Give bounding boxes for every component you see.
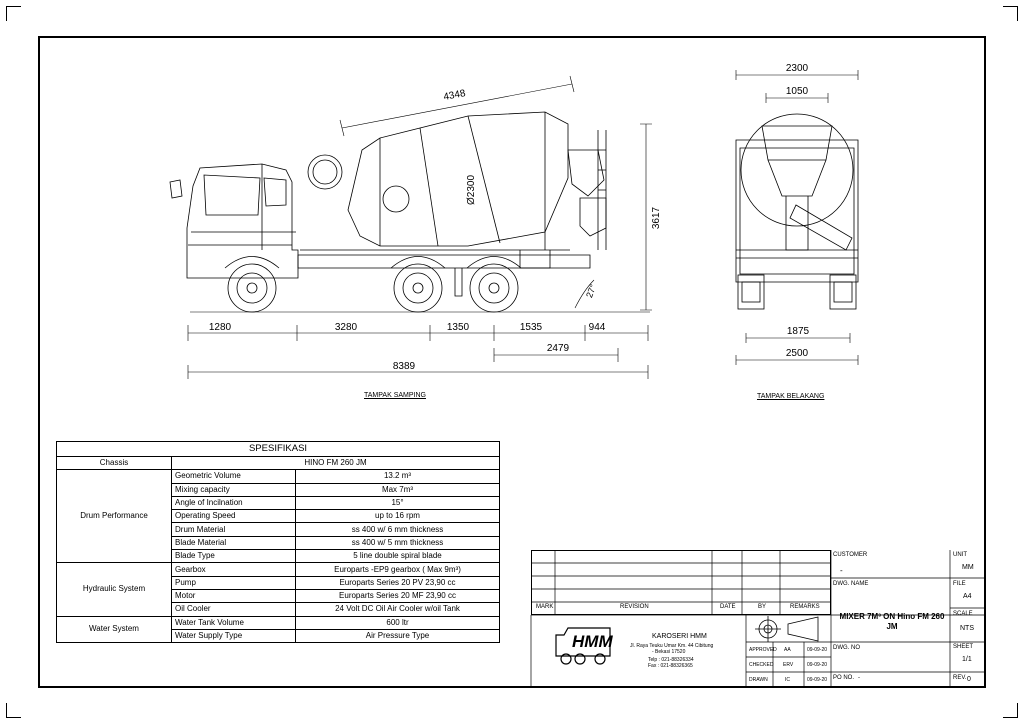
crop-mark-br — [1003, 703, 1018, 718]
checked-by: ERV — [783, 662, 794, 668]
sheet-value: 1/1 — [962, 656, 972, 663]
company-logo-text: HMM — [572, 632, 613, 651]
crop-mark-tl — [6, 6, 21, 21]
approved-date: 09-09-20 — [807, 647, 828, 653]
dim-drum-length: 4348 — [443, 88, 467, 103]
spec-value: Air Pressure Type — [294, 628, 501, 644]
dim-wheelbase: 3280 — [335, 322, 358, 333]
dim-rear-span: 2479 — [547, 343, 570, 354]
drawn-label: DRAWN — [749, 677, 768, 683]
rev-label: REV. — [953, 675, 967, 681]
unit-label: UNIT — [953, 552, 967, 558]
dim-rear-overall: 2500 — [786, 348, 809, 359]
rear-left-wheels — [737, 274, 765, 310]
water-tank — [307, 154, 343, 190]
rev-header-by: BY — [758, 604, 767, 610]
po-value: - — [858, 675, 860, 681]
rear-right-wheels — [829, 274, 857, 310]
company-logo-graphic — [555, 627, 611, 665]
dwg-name-value: MIXER 7M³ ON Hino FM 260 JM — [839, 612, 945, 631]
rear-view-label: TAMPAK BELAKANG — [757, 393, 825, 400]
dim-overall-length: 8389 — [393, 361, 416, 372]
checked-label: CHECKED — [749, 662, 774, 668]
approved-label: APPROVED — [749, 647, 777, 653]
scale-label: SCALE — [953, 611, 973, 617]
po-label: PO NO. — [833, 675, 855, 681]
dim-rear-overhang: 1535 — [520, 322, 543, 333]
spec-group-name: Hydraulic System — [56, 562, 172, 617]
file-label: FILE — [953, 581, 966, 587]
checked-date: 09-09-20 — [807, 662, 828, 668]
dwg-no-label: DWG. NO — [833, 645, 860, 651]
projection-symbol — [755, 616, 819, 642]
dim-angle: 27° — [584, 282, 598, 299]
rear-drum-outline — [740, 113, 854, 227]
customer-label: CUSTOMER — [833, 552, 868, 558]
customer-value: - — [840, 566, 843, 575]
chassis-frame — [297, 254, 591, 269]
dim-rear-width-top: 2300 — [786, 63, 809, 74]
rev-header-date: DATE — [720, 604, 736, 610]
approved-by: AA — [784, 647, 791, 653]
revision-grid — [531, 550, 831, 615]
drawn-date: 09-09-20 — [807, 677, 828, 683]
dim-track: 1875 — [787, 326, 810, 337]
company-telp: Telp : 021-88326334 — [648, 657, 694, 663]
drum-hatch — [382, 185, 410, 213]
unit-value: MM — [962, 564, 974, 571]
scale-value: NTS — [960, 625, 974, 632]
dim-tandem: 1350 — [447, 322, 470, 333]
crop-mark-bl — [6, 703, 21, 718]
company-address-1: Jl. Raya Teuku Umar Km. 44 Cibitung — [630, 643, 714, 649]
drawn-by: IC — [785, 677, 790, 683]
drawing-frame — [38, 36, 986, 688]
crop-mark-tr — [1003, 6, 1018, 21]
dim-hopper-width: 1050 — [786, 86, 809, 97]
loading-hopper — [567, 149, 605, 197]
dim-drum-diameter: Ø2300 — [466, 175, 477, 205]
rear-body — [735, 139, 859, 283]
spec-table: SPESIFIKASI Chassis HINO FM 260 JM Drum … — [55, 441, 501, 644]
dim-chute: 944 — [589, 322, 606, 333]
sheet-label: SHEET — [953, 644, 974, 650]
company-address-2: - Bekasi 17520 — [652, 649, 686, 655]
spec-group-name: Water System — [56, 615, 172, 644]
rev-header-remarks: REMARKS — [790, 604, 820, 610]
rev-header-mark: MARK — [536, 604, 554, 610]
rev-value: 0 — [967, 676, 971, 683]
company-name: KAROSERI HMM — [652, 633, 707, 640]
dim-front-overhang: 1280 — [209, 322, 232, 333]
company-fax: Fax : 021-88326365 — [648, 663, 693, 669]
side-view-label: TAMPAK SAMPING — [364, 392, 426, 399]
dwg-name-label: DWG. NAME — [833, 581, 869, 587]
dim-height: 3617 — [651, 206, 662, 229]
file-value: A4 — [963, 593, 972, 600]
rev-header-revision: REVISION — [620, 604, 649, 610]
